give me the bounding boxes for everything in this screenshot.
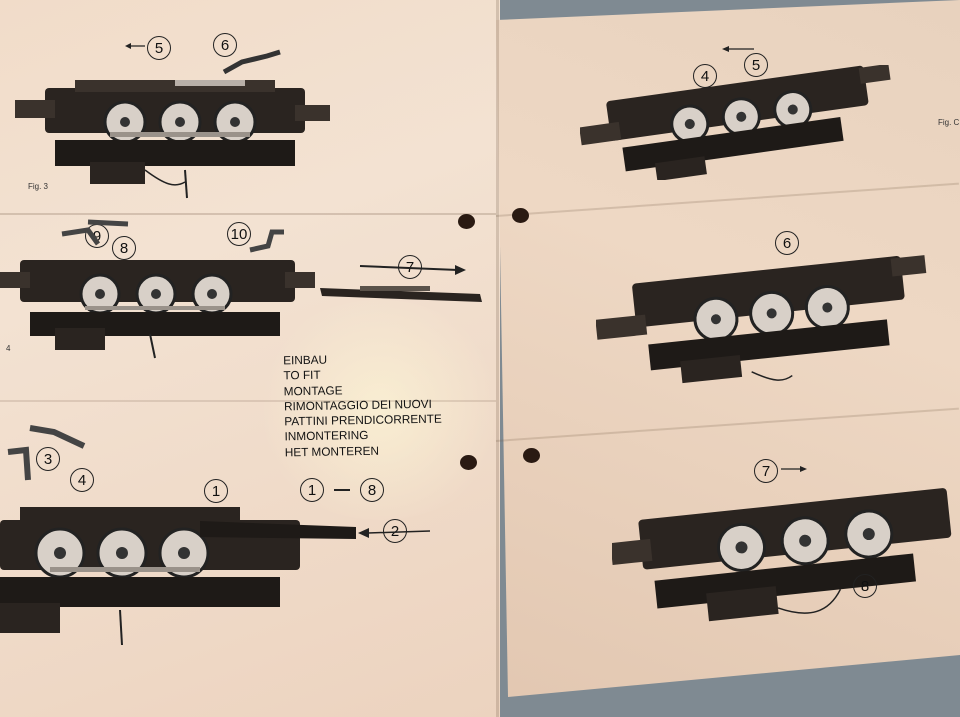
slider-shoe-part-icon xyxy=(7,425,86,481)
range-dash xyxy=(334,489,350,491)
callout-number: 5 xyxy=(744,53,768,77)
callout-number: 1 xyxy=(204,479,228,503)
figure-label: Fig. C xyxy=(938,118,960,127)
arrow-left-icon xyxy=(722,46,754,52)
callout-number: 6 xyxy=(775,231,799,255)
figure-label: 4 xyxy=(6,344,11,353)
arrow-left-icon xyxy=(125,43,145,49)
multilingual-instructions: EINBAU TO FIT MONTAGE RIMONTAGGIO DEI NU… xyxy=(283,351,442,461)
arrow-right-icon xyxy=(359,265,466,275)
locomotive-chassis-illustration xyxy=(15,80,330,199)
arrow-right-icon xyxy=(781,466,807,472)
locomotive-chassis-illustration xyxy=(612,488,952,622)
callout-number: 6 xyxy=(213,33,237,57)
slider-shoe-part-icon xyxy=(249,229,284,253)
slider-shoe-part-icon xyxy=(61,219,129,246)
callout-number: 8 xyxy=(853,574,877,598)
callout-number: 1 xyxy=(300,478,324,502)
slider-shoe-part-icon xyxy=(222,49,281,75)
callout-number: 3 xyxy=(36,447,60,471)
arrow-left-icon xyxy=(358,528,431,538)
slider-shoe-rail-illustration xyxy=(320,286,482,302)
punch-hole xyxy=(512,208,529,223)
locomotive-chassis-illustration xyxy=(596,255,927,384)
punch-hole xyxy=(523,448,540,463)
callout-number: 8 xyxy=(360,478,384,502)
figure-label: Fig. 3 xyxy=(28,182,49,191)
punch-hole xyxy=(460,455,477,470)
fold-line xyxy=(0,213,496,215)
punch-hole xyxy=(458,214,475,229)
callout-number: 4 xyxy=(70,468,94,492)
fold-line xyxy=(0,400,496,402)
step-range: 1 8 xyxy=(300,478,384,502)
callout-number: 7 xyxy=(754,459,778,483)
callout-number: 8 xyxy=(112,236,136,260)
callout-number: 5 xyxy=(147,36,171,60)
locomotive-chassis-illustration xyxy=(0,507,356,646)
callout-number: 10 xyxy=(227,222,251,246)
callout-number: 4 xyxy=(693,64,717,88)
instruction-line: HET MONTEREN xyxy=(284,443,380,460)
center-fold-line xyxy=(496,0,499,717)
locomotive-chassis-illustration xyxy=(0,260,315,359)
callout-number: 2 xyxy=(383,519,407,543)
locomotive-chassis-illustration xyxy=(580,65,891,180)
